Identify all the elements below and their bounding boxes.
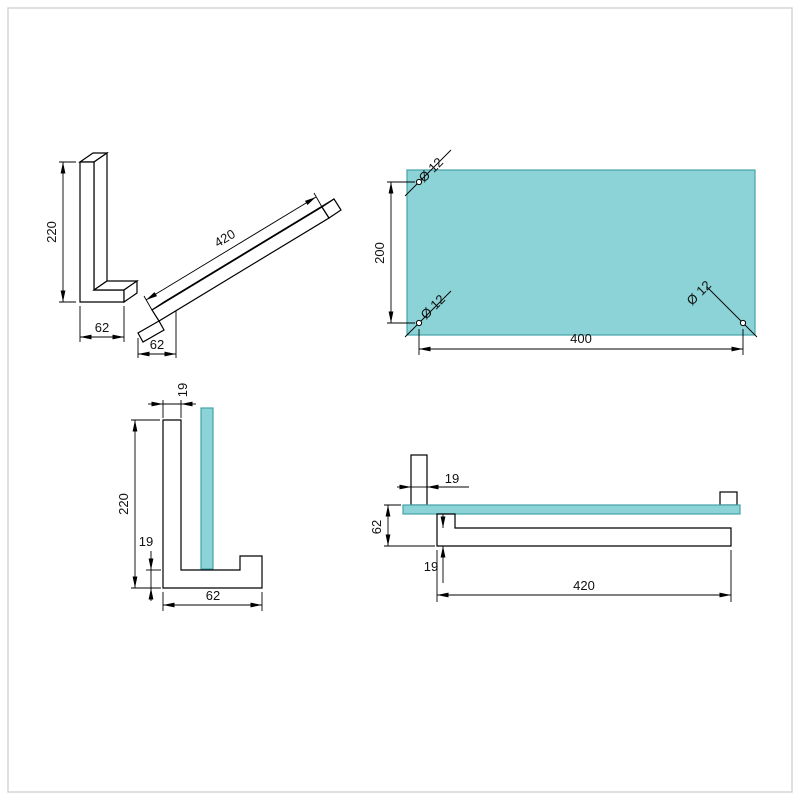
dim-bar-thickness: 19: [148, 383, 196, 418]
rail-front-face: [151, 206, 330, 322]
dim-label-side-height: 220: [116, 493, 131, 515]
hole-bottom-left: [415, 319, 423, 327]
dim-label-post-height: 220: [44, 221, 59, 243]
dim-label-post-width: 19: [445, 471, 459, 486]
sheet-border: [7, 7, 793, 793]
dim-front-rail-length: 420: [436, 550, 732, 602]
dim-rail-length: 420: [143, 192, 323, 311]
view-isometric: 220 62 420 62: [44, 151, 342, 358]
post-side-face: [93, 151, 108, 292]
dim-foot-depth: 62: [162, 588, 263, 611]
dim-rail-thickness: 19: [424, 514, 446, 583]
dim-line: [145, 196, 317, 301]
dim-drop: 62: [369, 504, 435, 547]
dim-post-height: 220: [44, 161, 76, 303]
dim-label-bar-thickness: 19: [175, 383, 190, 397]
dim-label-drop: 62: [369, 520, 384, 534]
hole-bottom-right: [739, 319, 747, 327]
rail-front-outline: [436, 513, 732, 547]
mount-post-right: [719, 491, 738, 506]
rail-foot: [137, 320, 165, 343]
ext-line: [143, 295, 153, 311]
glass-edge-side: [200, 407, 214, 570]
dim-foot-thickness: 19: [139, 534, 161, 601]
dim-label-rail-foot: 62: [150, 337, 164, 352]
dim-label-post-foot: 62: [95, 320, 109, 335]
dim-label-horizontal: 400: [570, 331, 592, 346]
dim-label-foot-depth: 62: [206, 588, 220, 603]
rail-end-face: [321, 198, 342, 219]
mount-post-left: [410, 454, 428, 506]
hole-top-left: [415, 178, 423, 186]
post-foot-end-face: [123, 279, 138, 304]
view-front: 19 62 19 420: [369, 454, 741, 602]
dim-label-foot-thickness: 19: [139, 534, 153, 549]
dim-side-height: 220: [116, 419, 160, 589]
dim-post-width: 19: [397, 471, 469, 490]
view-glass-panel: Ø 12 Ø 12 Ø 12 200 400: [372, 149, 758, 355]
view-side: 19 220 19 62: [116, 383, 263, 611]
hole-leader: [404, 290, 452, 338]
dim-hole-spacing-horizontal: 400: [418, 329, 744, 355]
ext-line: [313, 192, 323, 208]
dim-post-foot: 62: [79, 306, 125, 342]
dim-rail-foot: 62: [137, 311, 177, 358]
dim-label-front-rail-length: 420: [573, 578, 595, 593]
dim-hole-spacing-vertical: 200: [372, 181, 415, 324]
dim-label-vertical: 200: [372, 242, 387, 264]
hole-leader: [404, 149, 452, 197]
bracket-profile: [162, 419, 263, 589]
glass-panel: [406, 169, 756, 336]
hole-leader: [706, 286, 758, 338]
dim-label-rail-thickness: 19: [424, 559, 438, 574]
glass-edge-front: [402, 504, 741, 515]
